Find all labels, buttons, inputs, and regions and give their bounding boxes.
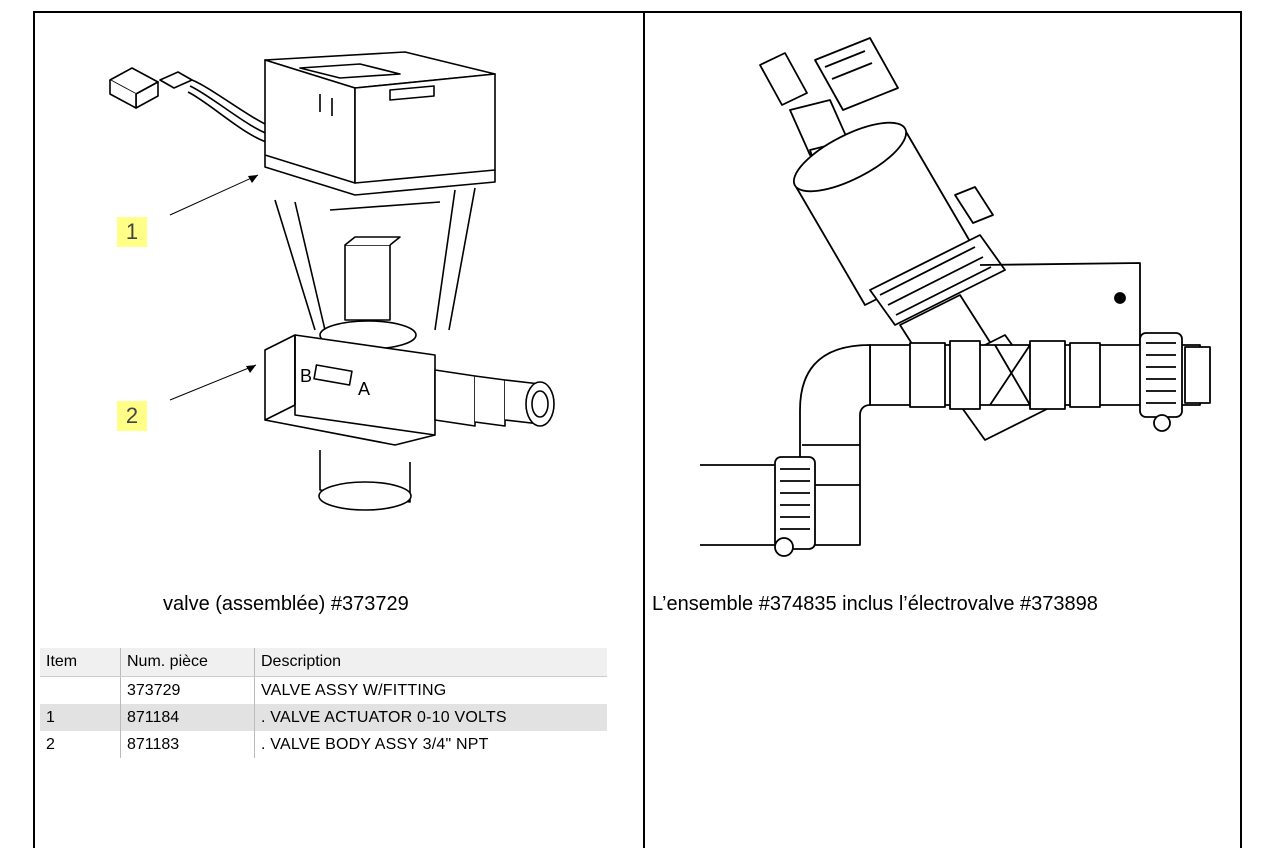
cell-part: 871184 bbox=[120, 704, 255, 731]
table-header-row: Item Num. pièce Description bbox=[40, 648, 607, 677]
cell-item: 1 bbox=[40, 704, 121, 731]
column-header-description: Description bbox=[254, 648, 607, 677]
cell-part: 871183 bbox=[120, 731, 255, 758]
bottom-port bbox=[318, 450, 412, 511]
cell-description: VALVE ASSY W/FITTING bbox=[261, 681, 447, 699]
right-caption: L’ensemble #374835 inclus l’électrovalve… bbox=[652, 593, 1098, 615]
valve-body: B A bbox=[264, 334, 436, 446]
table-row: 2 871183 . VALVE BODY ASSY 3/4" NPT bbox=[40, 731, 607, 758]
hose-clamp-right bbox=[1139, 332, 1211, 432]
callout-label-2: 2 bbox=[117, 401, 147, 431]
column-header-part: Num. pièce bbox=[120, 648, 255, 677]
elbow-pipe bbox=[799, 344, 871, 546]
callout-label-1: 1 bbox=[117, 217, 147, 247]
valve-marking-a: A bbox=[358, 379, 370, 399]
callout-arrows bbox=[169, 174, 259, 401]
cell-description: . VALVE BODY ASSY 3/4" NPT bbox=[261, 735, 489, 753]
table-row: 1 871184 . VALVE ACTUATOR 0-10 VOLTS bbox=[40, 704, 607, 731]
hose-clamp-left bbox=[700, 456, 816, 557]
document-frame bbox=[33, 11, 1242, 848]
column-divider bbox=[643, 11, 645, 848]
cell-part: 373729 bbox=[120, 676, 255, 704]
outlet-fitting bbox=[434, 369, 555, 427]
column-header-item: Item bbox=[40, 648, 121, 677]
actuator-housing bbox=[264, 51, 496, 196]
cell-item: 2 bbox=[40, 731, 121, 758]
cell-description: . VALVE ACTUATOR 0-10 VOLTS bbox=[254, 704, 607, 731]
valve-cylinder bbox=[792, 121, 1006, 326]
cell-item bbox=[40, 676, 121, 704]
table-row: 373729 VALVE ASSY W/FITTING bbox=[40, 676, 607, 704]
valve-yoke bbox=[274, 187, 476, 350]
valve-assembly-drawing: B A bbox=[109, 51, 555, 511]
valve-marking-b: B bbox=[300, 366, 312, 386]
solenoid-valve-assembly-drawing bbox=[700, 37, 1211, 557]
wire-connector bbox=[109, 67, 275, 145]
left-caption: valve (assemblée) #373729 bbox=[163, 593, 409, 615]
parts-table: Item Num. pièce Description 373729 VALVE… bbox=[40, 648, 607, 758]
